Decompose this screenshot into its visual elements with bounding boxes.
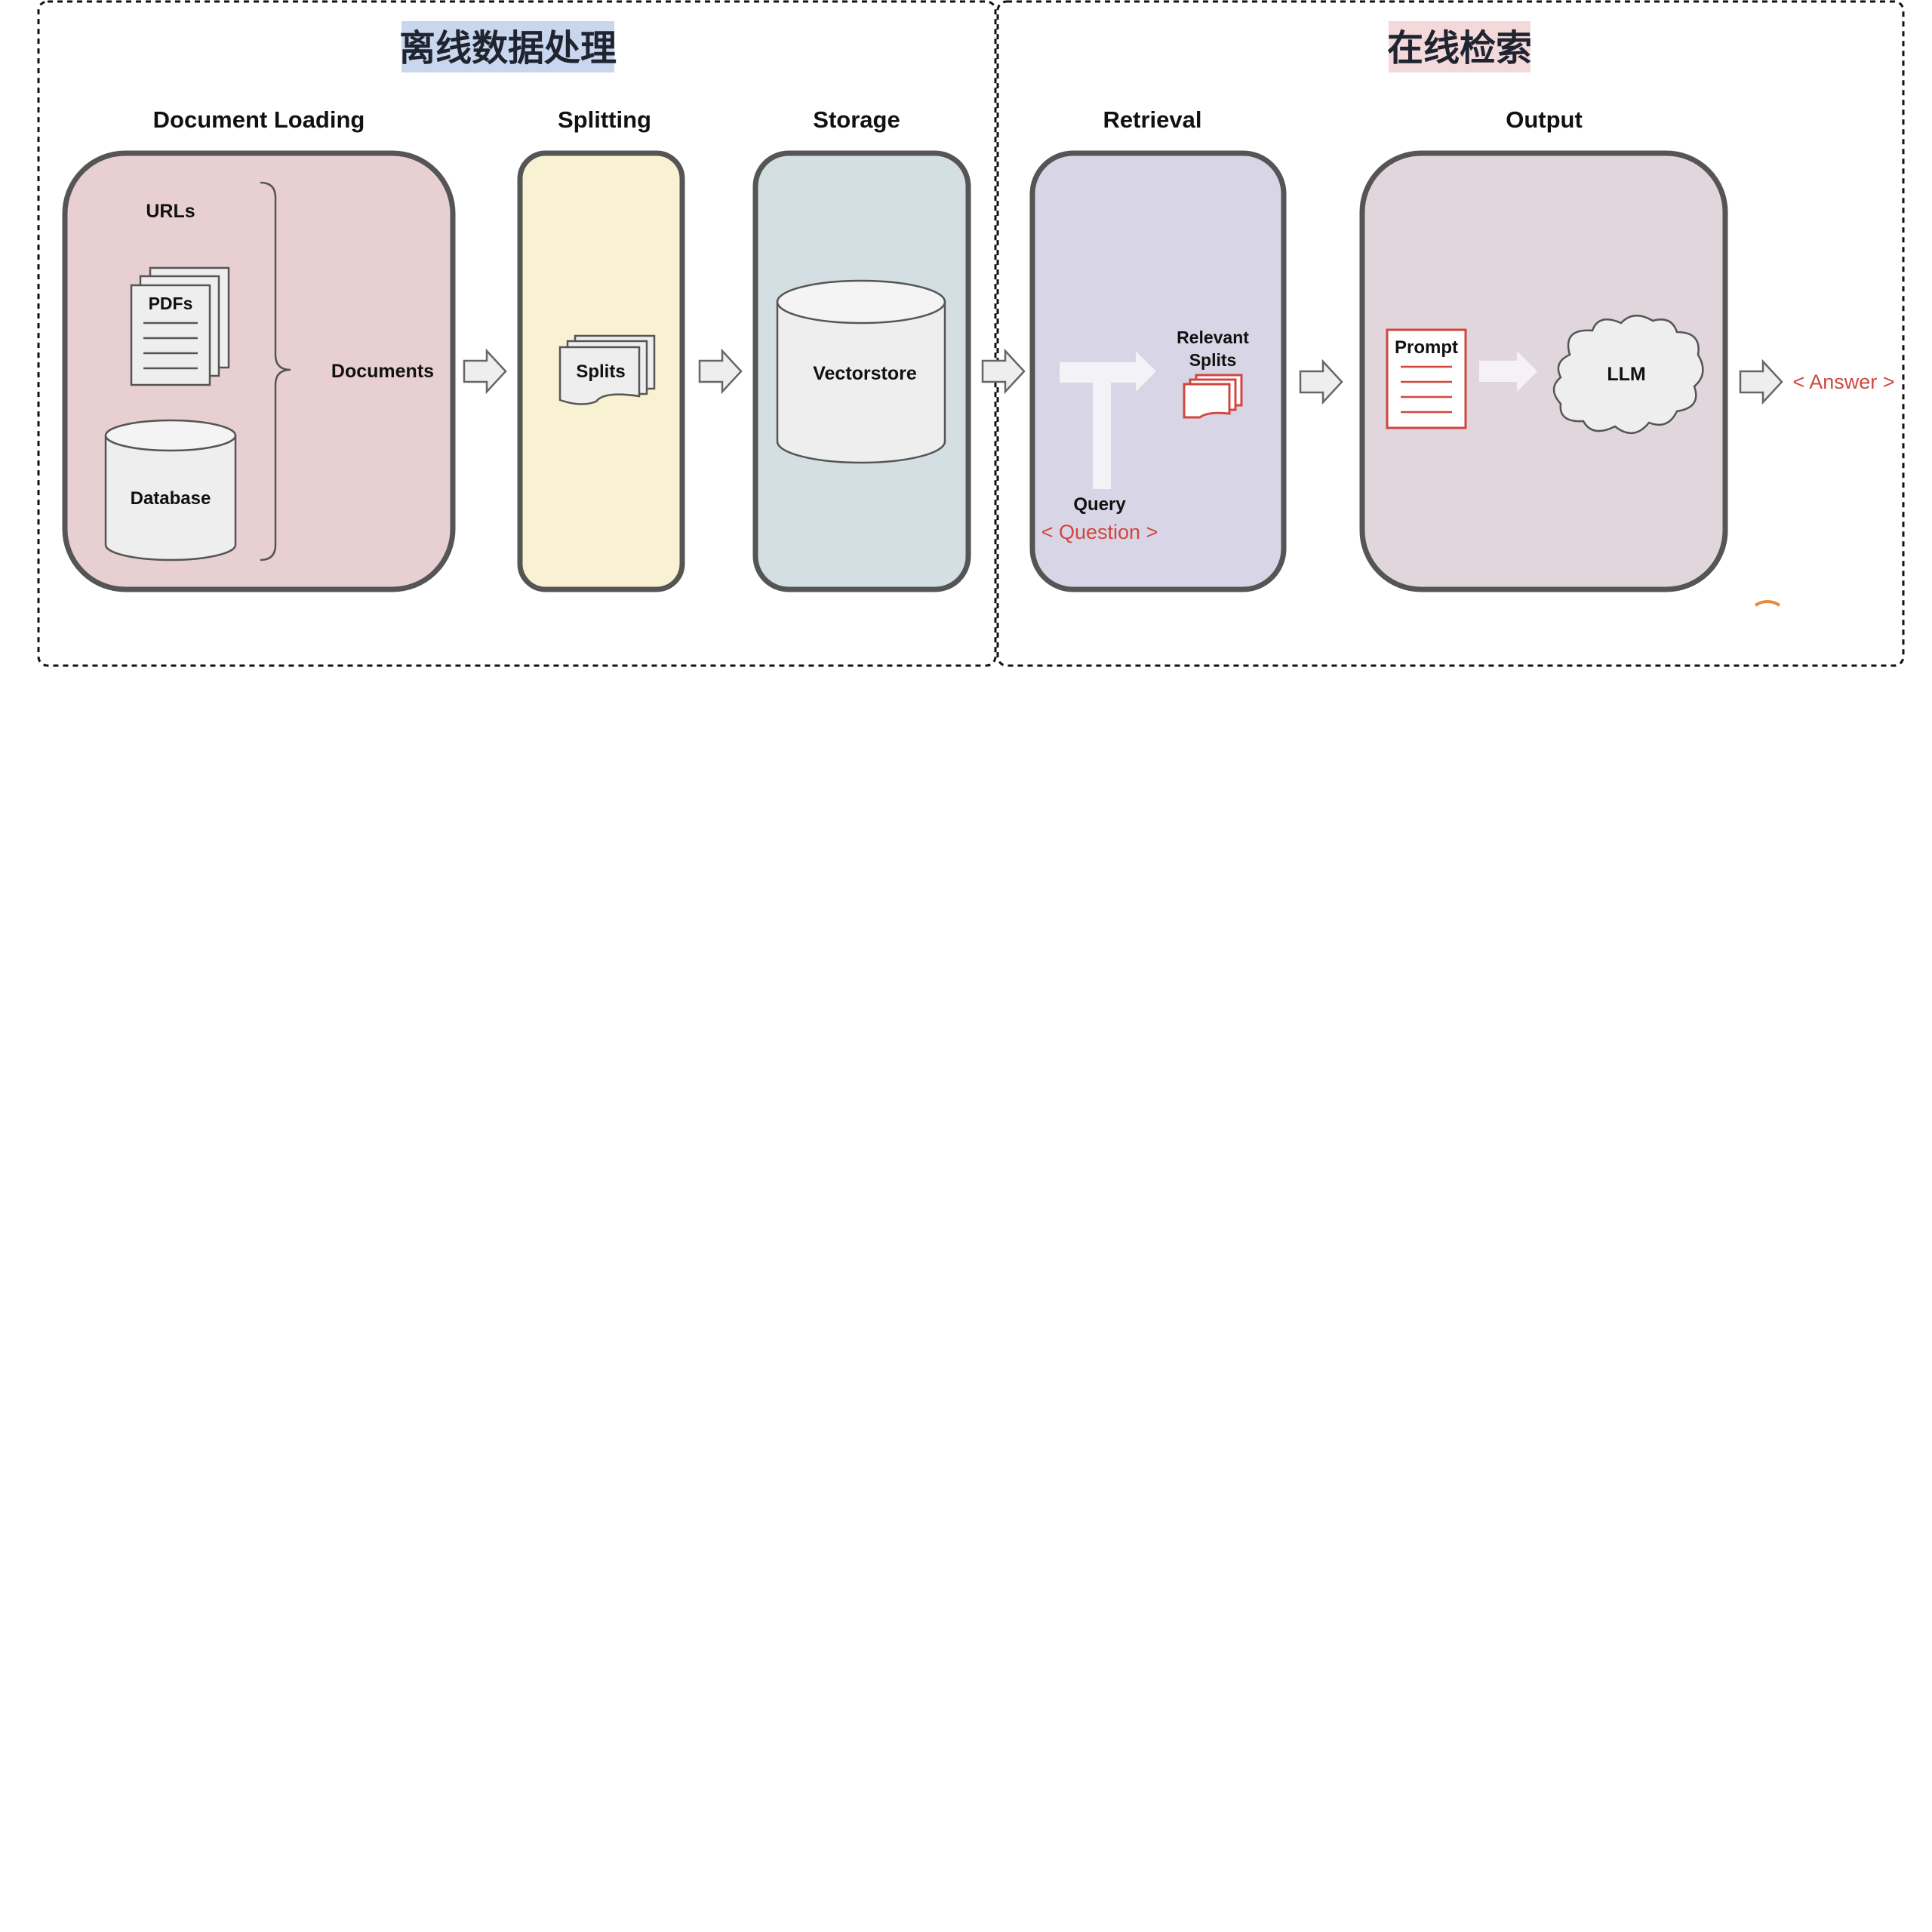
output-panel: [1359, 150, 1728, 592]
arrow-splitting-to-storage-icon: [698, 348, 743, 395]
pdf-stack-icon: [130, 266, 230, 386]
relevant-splits-label-line2: Splits: [1189, 350, 1237, 370]
vectorstore-icon: [776, 279, 946, 464]
arrow-loading-to-splitting-icon: [463, 348, 507, 395]
vectorstore-label: Vectorstore: [813, 363, 917, 384]
relevant-splits-icon: [1183, 374, 1243, 419]
query-branch-arrow-icon: [1060, 351, 1156, 489]
answer-label: < Answer >: [1792, 371, 1894, 393]
online-section-frame: [996, 0, 1905, 667]
online-title-highlight: [1389, 21, 1531, 72]
prompt-to-llm-arrow-icon: [1479, 351, 1537, 392]
documents-label: Documents: [331, 361, 434, 382]
stage-label-output: Output: [1506, 106, 1583, 133]
online-section-title: 在线检索: [1387, 27, 1532, 69]
question-label: < Question >: [1041, 521, 1158, 543]
arrow-output-to-answer-icon: [1739, 358, 1783, 405]
database-icon: [104, 419, 237, 561]
decorative-orange-arc: [1754, 600, 1781, 607]
stage-label-retrieval: Retrieval: [1103, 106, 1202, 133]
stage-label-storage: Storage: [813, 106, 900, 133]
arrow-retrieval-to-output-icon: [1299, 358, 1343, 405]
prompt-document-icon: [1386, 328, 1467, 429]
offline-section-title: 离线数据处理: [399, 27, 617, 69]
llm-label: LLM: [1607, 364, 1645, 385]
prompt-label: Prompt: [1395, 337, 1458, 358]
stage-label-splitting: Splitting: [558, 106, 651, 133]
urls-label: URLs: [146, 201, 195, 222]
arrow-storage-to-retrieval-icon: [981, 348, 1026, 395]
stage-label-document-loading: Document Loading: [153, 106, 365, 133]
pdfs-label: PDFs: [149, 294, 193, 313]
query-label: Query: [1073, 494, 1126, 515]
offline-title-highlight: [401, 21, 614, 72]
relevant-splits-label-line1: Relevant: [1177, 328, 1249, 347]
llm-cloud-icon: [1552, 315, 1704, 434]
database-label: Database: [131, 488, 211, 509]
splits-label: Splits: [576, 361, 625, 382]
brace-icon: [260, 181, 291, 561]
splits-stack-icon: [558, 334, 656, 405]
offline-section-frame: [37, 0, 997, 667]
